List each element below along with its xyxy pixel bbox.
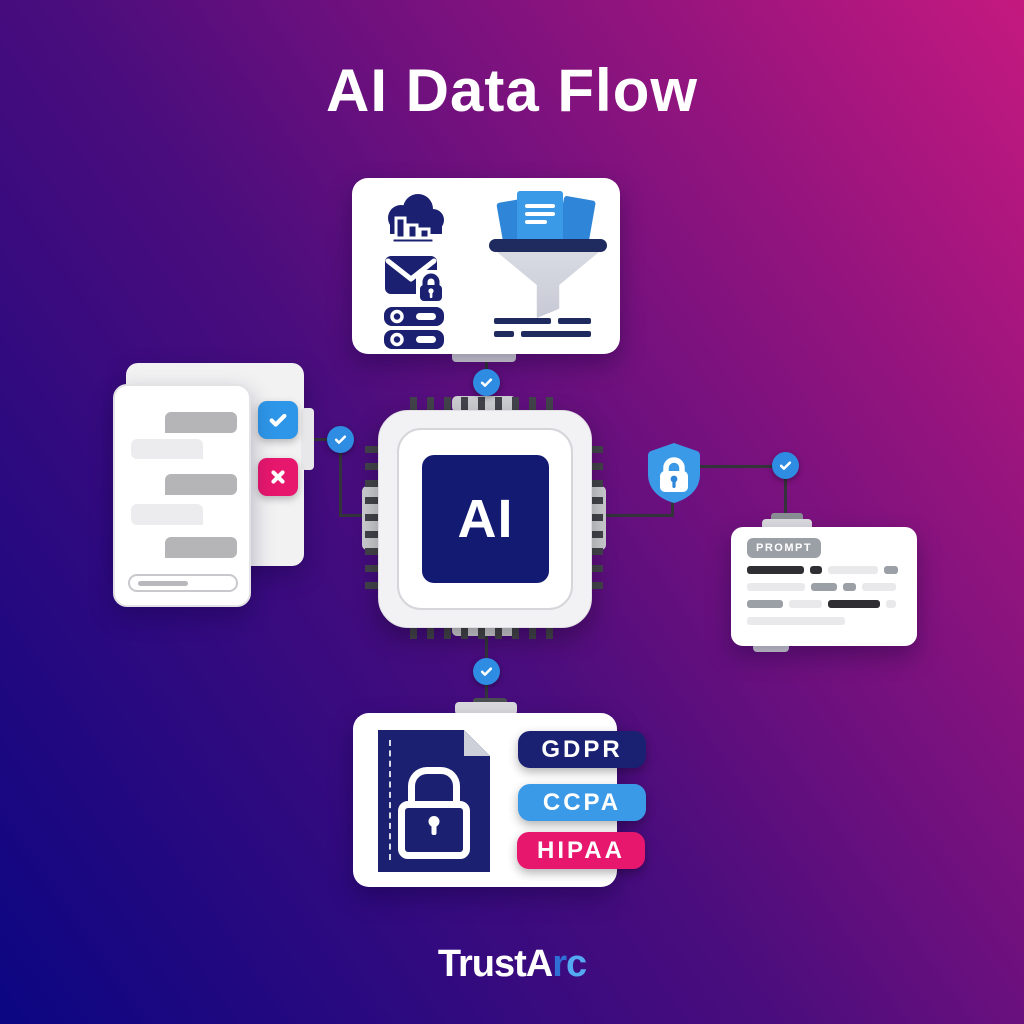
message-input xyxy=(128,574,238,592)
funnel-doc-center xyxy=(517,191,563,243)
text-line xyxy=(494,318,551,324)
chat-bubble xyxy=(131,504,203,525)
logo-text-lightblue: c xyxy=(566,943,587,985)
chip-pins-top xyxy=(410,397,560,413)
page-title: AI Data Flow xyxy=(325,57,699,124)
logo-text-blue: r xyxy=(552,943,567,985)
logo-text-white: TrustA xyxy=(437,943,553,985)
connector-right-v1 xyxy=(671,498,674,517)
check-circle-icon xyxy=(334,435,347,444)
text-line xyxy=(494,331,514,337)
shield-lock-icon xyxy=(648,443,700,503)
data-sources-card xyxy=(352,178,620,354)
reject-x-icon xyxy=(271,470,285,484)
text-line xyxy=(521,331,591,337)
document-lock-icon xyxy=(378,730,490,859)
approve-button xyxy=(258,401,298,439)
prompt-card-tab-dark xyxy=(771,513,803,522)
prompt-text-row xyxy=(747,566,905,574)
prompt-text-row xyxy=(747,617,905,625)
checkpoint-badge-bottom xyxy=(473,658,500,685)
chat-window-card xyxy=(113,384,251,607)
mail-lock-icon xyxy=(385,256,446,304)
prompt-card-tab xyxy=(762,519,812,530)
prompt-tag: PROMPT xyxy=(747,538,822,558)
connector-right-v2 xyxy=(784,465,787,524)
input-placeholder-bar xyxy=(138,581,188,586)
check-circle-icon xyxy=(779,461,792,470)
text-line xyxy=(558,318,591,324)
checkpoint-badge-right xyxy=(772,452,799,479)
database-icon xyxy=(384,307,444,349)
check-circle-icon xyxy=(480,667,493,676)
badge-gdpr: GDPR xyxy=(518,731,646,768)
prompt-text-row xyxy=(747,583,905,591)
connector-left-h1 xyxy=(308,438,342,441)
trustarc-logo: TrustArc xyxy=(0,943,1024,986)
ai-chip-label: AI xyxy=(457,489,514,549)
ai-chip: AI xyxy=(378,410,592,628)
connector-left-h2 xyxy=(339,514,383,517)
approve-check-icon xyxy=(269,413,287,427)
reject-button xyxy=(258,458,298,496)
chat-card-side-tab xyxy=(301,408,314,470)
prompt-text-row xyxy=(747,600,905,608)
prompt-card: PROMPT xyxy=(731,527,917,646)
check-circle-icon xyxy=(480,378,493,387)
document-fold-corner xyxy=(464,730,490,756)
badge-ccpa: CCPA xyxy=(518,784,646,821)
chat-bubble xyxy=(165,537,237,558)
chat-bubble xyxy=(165,474,237,495)
funnel-rim xyxy=(489,239,607,252)
badge-hipaa-label: HIPAA xyxy=(537,836,625,864)
badge-gdpr-label: GDPR xyxy=(541,735,623,763)
funnel-cone xyxy=(497,252,599,318)
document-dashed-margin xyxy=(389,740,391,860)
cloud-analytics-icon xyxy=(388,194,444,245)
compliance-card-tab xyxy=(455,702,517,715)
checkpoint-badge-left xyxy=(327,426,354,453)
chip-pins-left xyxy=(365,446,381,592)
prompt-card-tab-bottom xyxy=(753,641,789,652)
chip-core: AI xyxy=(422,455,549,583)
badge-hipaa: HIPAA xyxy=(517,832,645,869)
connector-right-h2 xyxy=(697,465,787,468)
connector-right-h1 xyxy=(590,514,674,517)
chat-bubble xyxy=(131,439,203,459)
chat-bubble xyxy=(165,412,237,433)
checkpoint-badge-top xyxy=(473,369,500,396)
badge-ccpa-label: CCPA xyxy=(542,788,622,816)
connector-left-v xyxy=(339,438,342,517)
